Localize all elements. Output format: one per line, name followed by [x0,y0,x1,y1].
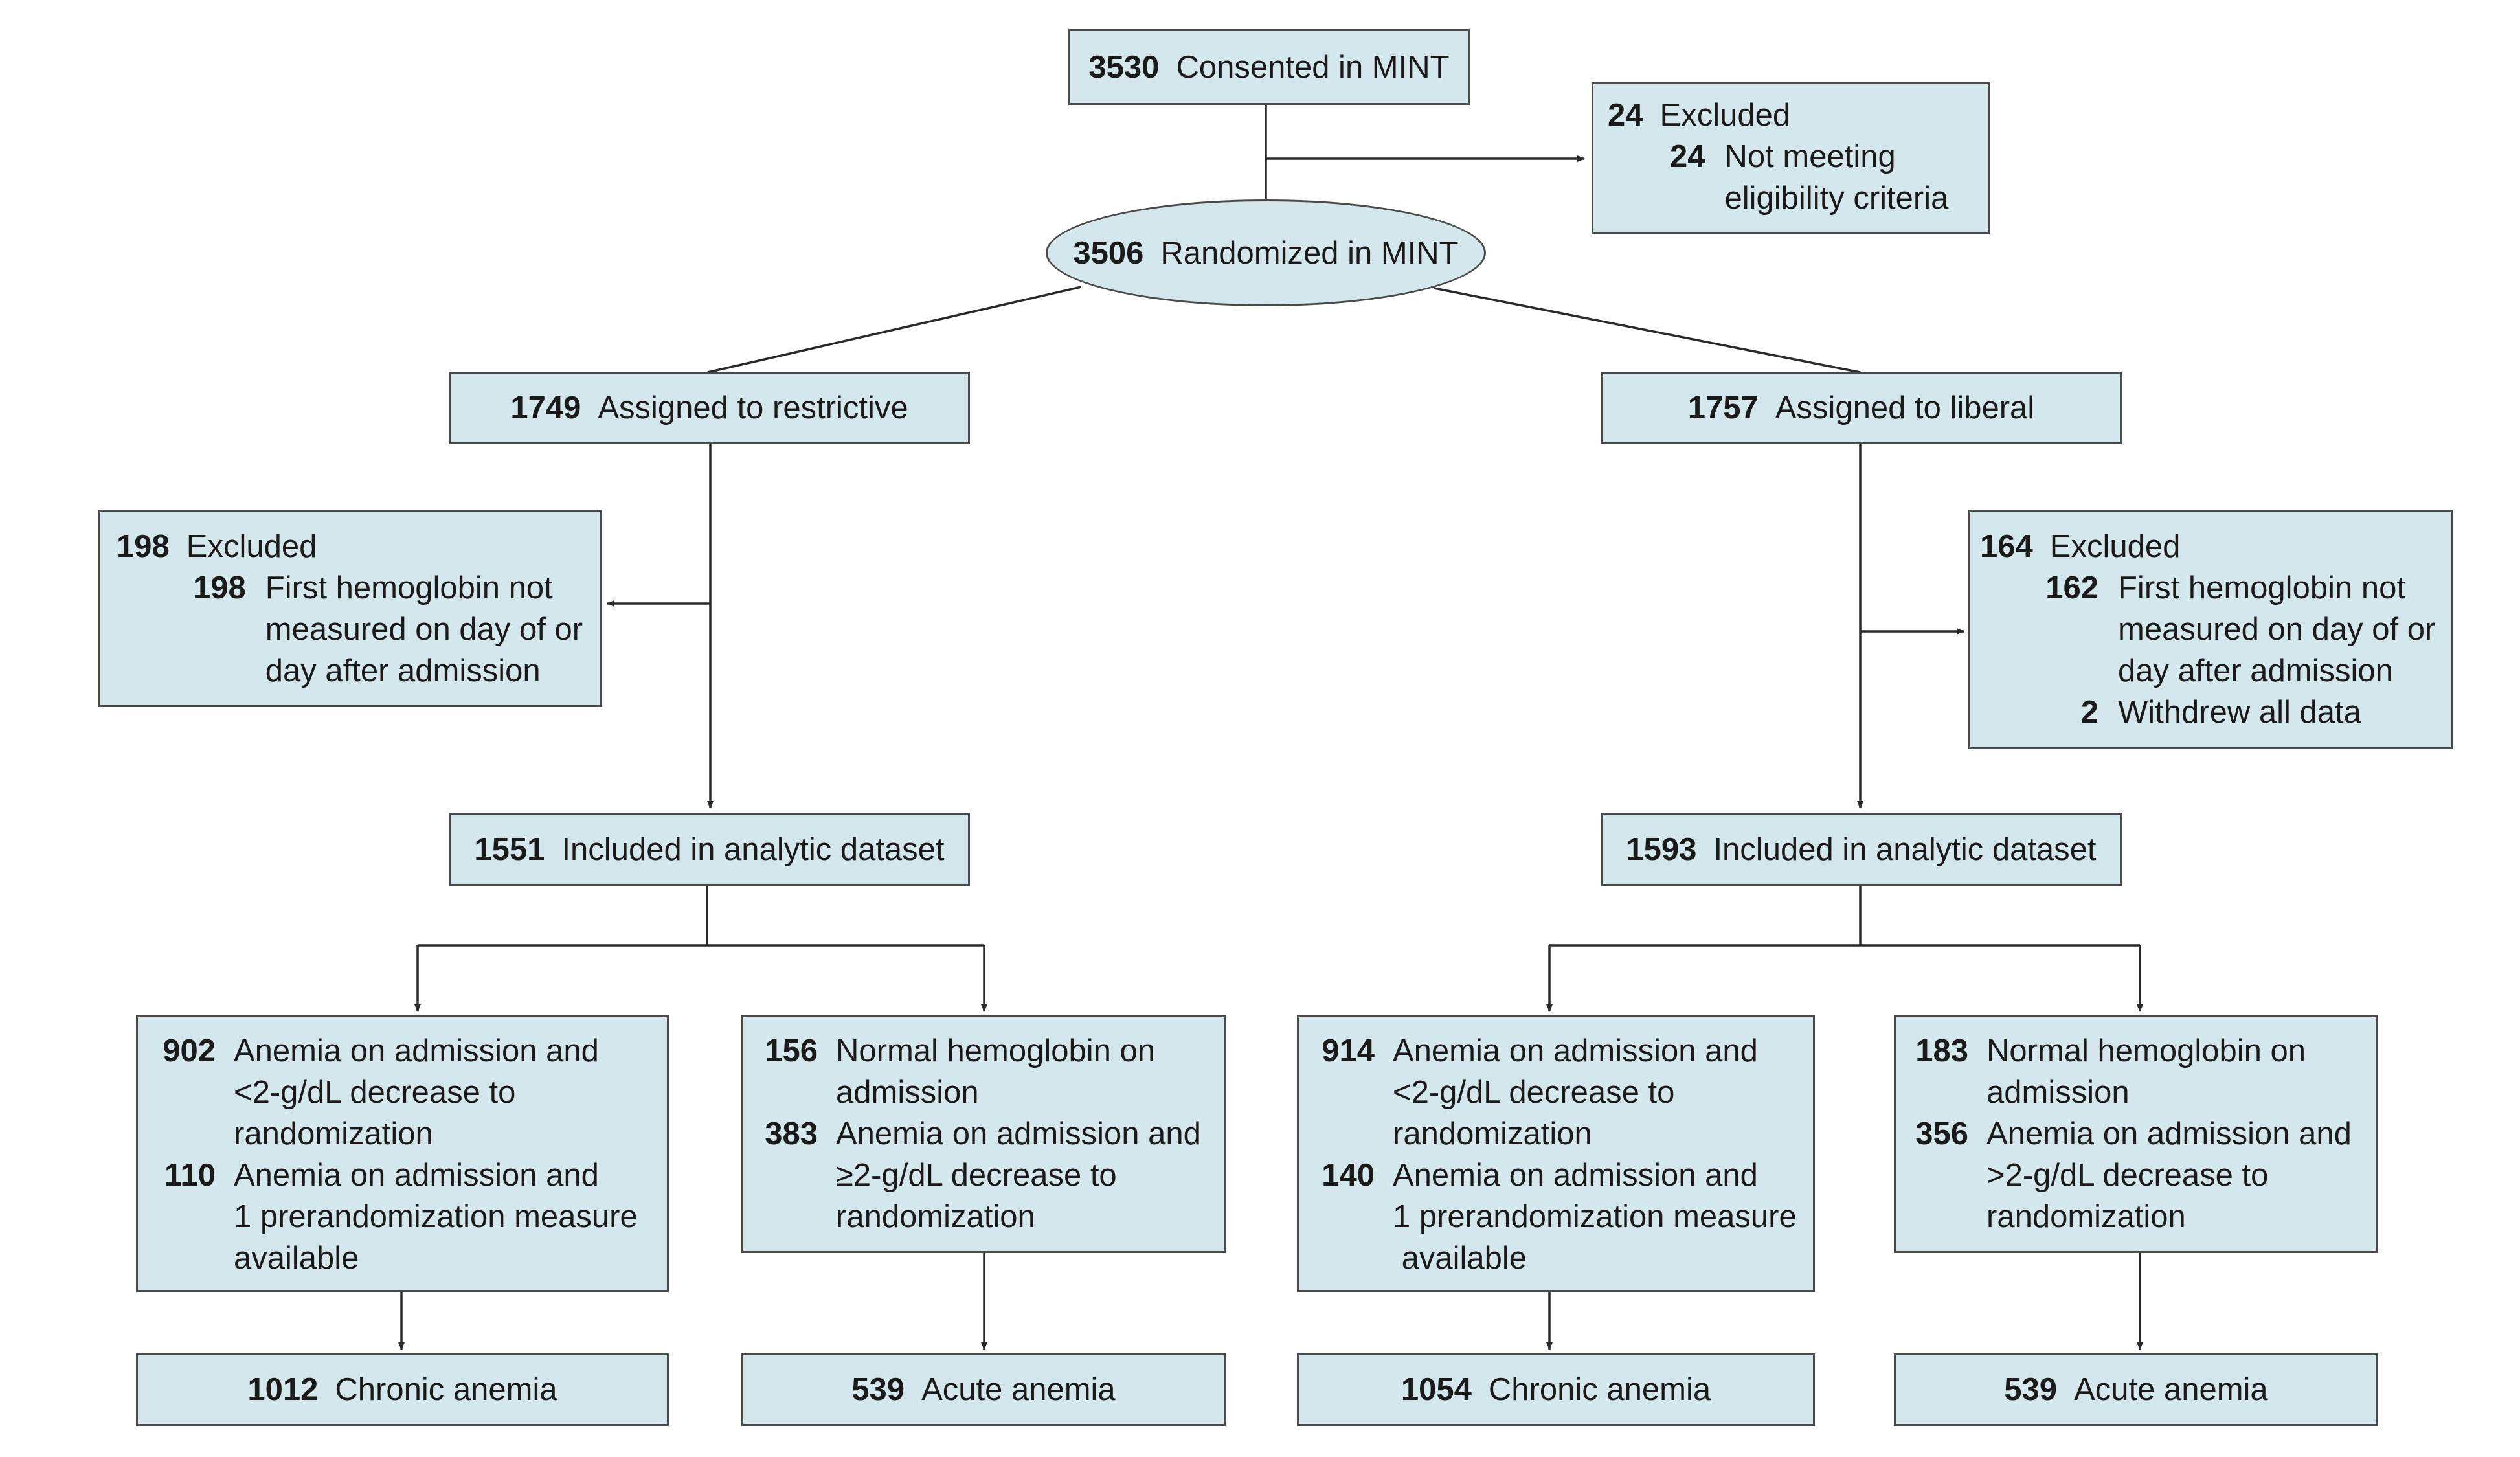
connector-to-restrictive [707,286,1082,374]
liberal-analytic-count: 1593 [1626,831,1697,867]
randomized-label: Randomized in MINT [1160,235,1459,271]
detail-line: Anemia on admission and [234,1158,599,1193]
detail-line: randomization [234,1116,433,1151]
randomized-count: 3506 [1073,235,1144,271]
detail-line: >2-g/dL decrease to [1986,1158,2269,1193]
detail-count: 356 [1915,1116,1968,1151]
liberal-analytic-label: Included in analytic dataset [1713,831,2097,867]
restrictive-excluded-label: Excluded [186,529,317,564]
consented-label: Consented in MINT [1176,49,1450,85]
liberal-chronic-total-label: Chronic anemia [1488,1372,1711,1407]
detail-line: Anemia on admission and [1393,1033,1758,1068]
detail-count: 902 [163,1033,216,1068]
detail-line: available [1393,1241,1527,1276]
liberal-acute-total-count: 539 [2004,1372,2058,1407]
detail-line: randomization [836,1199,1035,1234]
liberal-acute-detail-box: 183 Normal hemoglobin on admission 356 Ane… [1894,1015,2378,1253]
liberal-chronic-total-box: 1054 Chronic anemia [1297,1353,1815,1426]
restrictive-acute-detail-box: 156 Normal hemoglobin on admission 383 Ane… [741,1015,1226,1253]
randomized-oval: 3506 Randomized in MINT [1046,199,1486,306]
detail-line: <2-g/dL decrease to [1393,1075,1675,1110]
excluded-top-item-count: 24 [1670,139,1705,174]
detail-line: 1 prerandomization measure [234,1199,638,1234]
excluded-top-count: 24 [1608,98,1643,133]
detail-line: Normal hemoglobin on [836,1033,1155,1068]
connector-to-liberal [1434,287,1861,374]
liberal-chronic-total-count: 1054 [1401,1372,1472,1407]
detail-line: 1 prerandomization measure [1393,1199,1797,1234]
liberal-excluded-item-count: 2 [2080,695,2098,730]
consented-count: 3530 [1088,49,1160,85]
detail-line: Anemia on admission and [1986,1116,2352,1151]
detail-line: Anemia on admission and [234,1033,599,1068]
liberal-assigned-box: 1757 Assigned to liberal [1601,372,2122,444]
detail-count: 383 [765,1116,818,1151]
detail-count: 156 [765,1033,818,1068]
detail-line: admission [836,1075,979,1110]
detail-line: Normal hemoglobin on [1986,1033,2306,1068]
restrictive-analytic-count: 1551 [474,831,545,867]
liberal-acute-total-box: 539 Acute anemia [1894,1353,2378,1426]
liberal-excluded-item-line: Withdrew all data [2118,695,2361,730]
excluded-top-item-line: Not meeting [1724,139,1896,174]
restrictive-analytic-box: 1551 Included in analytic dataset [449,813,970,886]
restrictive-excluded-item-count: 198 [193,570,246,605]
restrictive-chronic-total-label: Chronic anemia [335,1372,557,1407]
restrictive-excluded-item-line: measured on day of or [265,612,583,647]
restrictive-excluded-item-line: day after admission [265,653,541,688]
liberal-excluded-item-line: First hemoglobin not [2118,570,2405,605]
liberal-excluded-item-count: 162 [2045,570,2098,605]
liberal-excluded-count: 164 [1980,529,2033,564]
liberal-analytic-box: 1593 Included in analytic dataset [1601,813,2122,886]
restrictive-assigned-count: 1749 [510,390,581,425]
restrictive-assigned-box: 1749 Assigned to restrictive [449,372,970,444]
restrictive-acute-total-count: 539 [851,1372,905,1407]
liberal-excluded-item-line: day after admission [2118,653,2393,688]
excluded-top-label: Excluded [1659,98,1791,133]
detail-line: randomization [1986,1199,2186,1234]
restrictive-excluded-item-line: First hemoglobin not [265,570,553,605]
liberal-excluded-item-line: measured on day of or [2118,612,2436,647]
detail-count: 914 [1322,1033,1375,1068]
restrictive-analytic-label: Included in analytic dataset [561,831,945,867]
liberal-excluded-label: Excluded [2049,529,2181,564]
restrictive-excluded-count: 198 [117,529,170,564]
detail-line: Anemia on admission and [836,1116,1201,1151]
detail-count: 140 [1322,1158,1375,1193]
liberal-assigned-label: Assigned to liberal [1775,390,2035,425]
detail-line: admission [1986,1075,2130,1110]
liberal-excluded-box: 164 Excluded 162 First hemoglobin not meas… [1968,510,2453,749]
restrictive-assigned-label: Assigned to restrictive [598,390,908,425]
detail-line: ≥2-g/dL decrease to [836,1158,1117,1193]
restrictive-chronic-total-count: 1012 [247,1372,319,1407]
detail-line: Anemia on admission and [1393,1158,1758,1193]
detail-count: 183 [1915,1033,1968,1068]
excluded-top-item-line: eligibility criteria [1724,181,1949,216]
liberal-assigned-count: 1757 [1687,390,1759,425]
detail-line: randomization [1393,1116,1592,1151]
consented-box: 3530 Consented in MINT [1068,29,1470,105]
detail-line: <2-g/dL decrease to [234,1075,516,1110]
liberal-acute-total-label: Acute anemia [2074,1372,2268,1407]
restrictive-chronic-total-box: 1012 Chronic anemia [136,1353,669,1426]
detail-line: available [234,1241,359,1276]
detail-count: 110 [164,1158,216,1193]
restrictive-acute-total-label: Acute anemia [921,1372,1116,1407]
restrictive-acute-total-box: 539 Acute anemia [741,1353,1226,1426]
